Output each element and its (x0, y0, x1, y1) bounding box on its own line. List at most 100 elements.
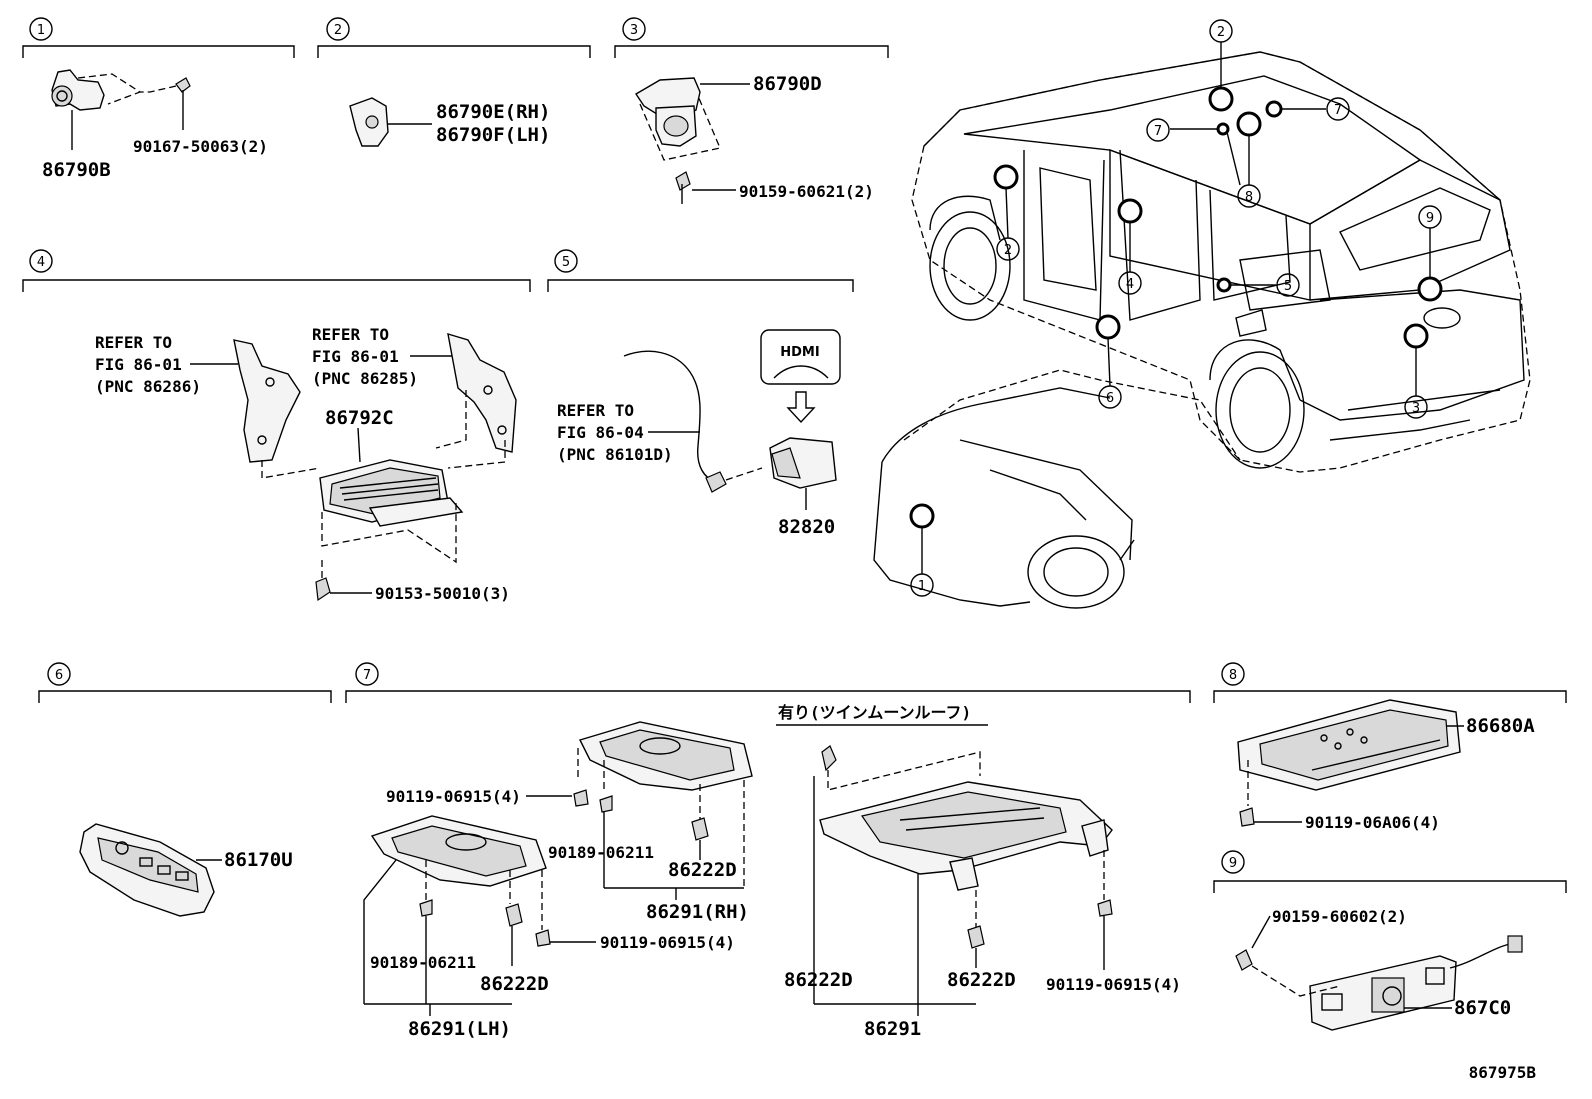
clip-86222D-d (967, 925, 985, 968)
side-camera-86790EF (349, 97, 432, 147)
svg-text:FIG 86-01: FIG 86-01 (95, 355, 182, 374)
svg-text:HDMI: HDMI (780, 345, 819, 360)
label-90119-b: 90119-06915(4) (600, 933, 735, 952)
svg-text:8: 8 (1245, 190, 1253, 205)
hdmi-cable (623, 350, 763, 493)
label-90159-60602: 90159-60602(2) (1272, 907, 1407, 926)
section-6-header: 6 (38, 662, 332, 703)
vehicle-callout-4: 4 (1118, 271, 1142, 295)
svg-text:4: 4 (37, 255, 45, 270)
label-86222D-a: 86222D (668, 859, 737, 881)
clip-86222D-a (691, 817, 709, 860)
roof-console-lh (363, 815, 547, 1004)
svg-text:7: 7 (363, 668, 371, 683)
svg-text:2: 2 (1217, 25, 1225, 40)
label-twin-moonroof: 有り(ツインムーンルーフ) (778, 703, 971, 722)
svg-text:1: 1 (37, 23, 45, 38)
label-86790B: 86790B (42, 159, 111, 181)
svg-text:FIG 86-01: FIG 86-01 (312, 347, 399, 366)
label-86790F: 86790F(LH) (436, 124, 550, 146)
svg-text:9: 9 (1229, 856, 1237, 871)
label-90153: 90153-50010(3) (375, 584, 510, 603)
svg-text:3: 3 (1412, 401, 1420, 416)
vehicle-overview: 2 7 7 8 2 4 5 9 (873, 19, 1531, 609)
bolt-90119-b (535, 929, 596, 947)
hdmi-port-82820 (769, 437, 837, 510)
label-90119-06A06: 90119-06A06(4) (1305, 813, 1440, 832)
rear-camera-867C0 (1251, 935, 1523, 1031)
svg-text:(PNC 86101D): (PNC 86101D) (557, 445, 673, 464)
vehicle-callout-9: 9 (1418, 205, 1442, 229)
svg-text:5: 5 (1284, 279, 1292, 294)
svg-text:(PNC 86286): (PNC 86286) (95, 377, 201, 396)
svg-text:REFER TO: REFER TO (95, 333, 172, 352)
vehicle-callout-7-left: 7 (1146, 118, 1170, 142)
svg-text:5: 5 (562, 255, 570, 270)
svg-text:7: 7 (1154, 124, 1162, 139)
svg-text:8: 8 (1229, 668, 1237, 683)
label-86291LH: 86291(LH) (408, 1018, 511, 1040)
vehicle-callout-1: 1 (910, 573, 934, 597)
label-86790D: 86790D (753, 73, 822, 95)
roof-console-rh (577, 721, 753, 890)
section-9-header: 9 (1213, 850, 1567, 893)
label-90159-60621: 90159-60621(2) (739, 182, 874, 201)
section-1-header: 1 (22, 17, 295, 58)
label-86790E: 86790E(RH) (436, 101, 550, 123)
bolt-90119-c (1097, 899, 1113, 970)
refer-block-3: REFER TO FIG 86-04 (PNC 86101D) (557, 401, 700, 464)
control-unit-86792C (261, 390, 506, 564)
svg-text:(PNC 86285): (PNC 86285) (312, 369, 418, 388)
vehicle-callout-2-side: 2 (996, 237, 1020, 261)
svg-text:2: 2 (334, 23, 342, 38)
svg-text:9: 9 (1426, 211, 1434, 226)
hdmi-icon: HDMI (760, 329, 841, 385)
label-86792C: 86792C (325, 407, 394, 429)
label-90119-c: 90119-06915(4) (1046, 975, 1181, 994)
vehicle-callout-8: 8 (1237, 184, 1261, 208)
vehicle-callout-5: 5 (1276, 273, 1300, 297)
svg-text:2: 2 (1004, 243, 1012, 258)
vehicle-callout-2-top: 2 (1209, 19, 1233, 43)
svg-text:7: 7 (1334, 103, 1342, 118)
svg-text:1: 1 (918, 579, 926, 594)
vehicle-callout-7-right: 7 (1326, 97, 1350, 121)
refer-block-1: REFER TO FIG 86-01 (PNC 86286) (95, 333, 238, 396)
screw-90167 (140, 77, 191, 130)
label-90119-a: 90119-06915(4) (386, 787, 521, 806)
svg-text:6: 6 (55, 668, 63, 683)
vehicle-callout-3: 3 (1404, 395, 1428, 419)
vehicle-callout-6: 6 (1098, 385, 1122, 409)
label-90189-a: 90189-06211 (548, 843, 654, 862)
svg-text:REFER TO: REFER TO (557, 401, 634, 420)
svg-text:4: 4 (1126, 277, 1134, 292)
remote-control-86170U (79, 823, 222, 917)
bolt-90119-06A06 (1239, 807, 1302, 827)
roof-console-center: 有り(ツインムーンルーフ) (776, 703, 1113, 1004)
label-90189-b: 90189-06211 (370, 953, 476, 972)
section-4-header: 4 (22, 249, 531, 292)
bracket-right (447, 333, 517, 453)
section-5-header: 5 (547, 249, 854, 292)
bracket-left (233, 339, 301, 463)
label-86222D-d: 86222D (947, 969, 1016, 991)
down-arrow-icon (786, 391, 816, 424)
refer-block-2: REFER TO FIG 86-01 (PNC 86285) (312, 325, 452, 388)
section-8-header: 8 (1213, 662, 1567, 703)
figure-id: 867975B (1469, 1063, 1537, 1082)
label-86222D-b: 86222D (480, 973, 549, 995)
screw-90153 (315, 560, 372, 602)
label-86170U: 86170U (224, 849, 293, 871)
label-86222D-c: 86222D (784, 969, 853, 991)
section-3-header: 3 (614, 17, 889, 58)
rear-camera-86790D (635, 77, 750, 204)
label-86291RH: 86291(RH) (646, 901, 749, 923)
bolt-90119-a (526, 789, 589, 807)
label-86680A: 86680A (1466, 715, 1535, 737)
screw-90159-60602 (1235, 915, 1271, 971)
label-867C0: 867C0 (1454, 997, 1511, 1019)
section-2-header: 2 (317, 17, 591, 58)
svg-text:FIG 86-04: FIG 86-04 (557, 423, 644, 442)
svg-text:6: 6 (1106, 391, 1114, 406)
